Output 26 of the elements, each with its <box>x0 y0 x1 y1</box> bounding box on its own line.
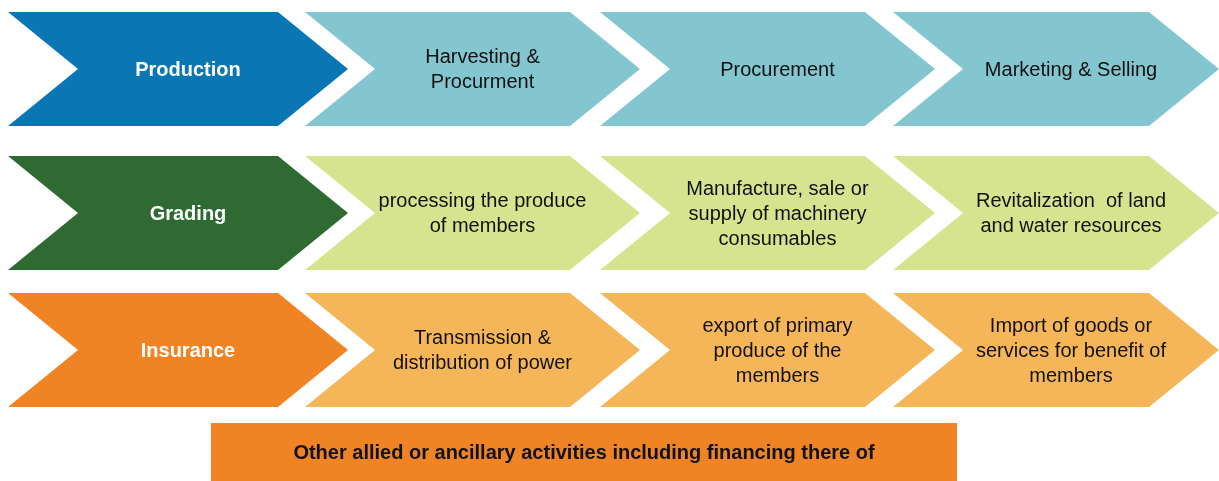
stage-heading: Grading <box>149 200 227 226</box>
chevron-shape <box>305 12 640 126</box>
activity-label: processing the produce of members <box>377 188 588 238</box>
chevron-shape <box>8 12 348 126</box>
chevron-shape <box>305 156 640 270</box>
chevron-shape <box>305 293 640 407</box>
chevron-shape <box>893 12 1219 126</box>
chevron-shape <box>8 293 348 407</box>
activity-label: Procurement <box>720 56 835 82</box>
activity-label: Manufacture, sale or supply of machinery consumables <box>685 175 870 251</box>
banner-text: Other allied or ancillary activities including financing there of <box>293 439 875 465</box>
stage-heading: Production <box>135 56 241 82</box>
activity-label: Marketing & Selling <box>984 56 1158 82</box>
activity-label: Harvesting & Procurment <box>424 44 541 94</box>
stage-heading: Insurance <box>140 337 236 363</box>
activity-label: Transmission & distribution of power <box>392 325 573 375</box>
activity-label: Revitalization of land and water resources <box>974 188 1168 238</box>
chevron-shape <box>893 293 1219 407</box>
chevron-shape <box>8 156 348 270</box>
chevron-shape <box>600 293 935 407</box>
chevron-shape <box>600 156 935 270</box>
activity-label: export of primary produce of the members <box>701 312 854 388</box>
chevron-shape <box>893 156 1219 270</box>
activity-label: Import of goods or services for benefit of members <box>974 312 1168 388</box>
chevron-shape <box>600 12 935 126</box>
banner-box <box>211 423 957 481</box>
